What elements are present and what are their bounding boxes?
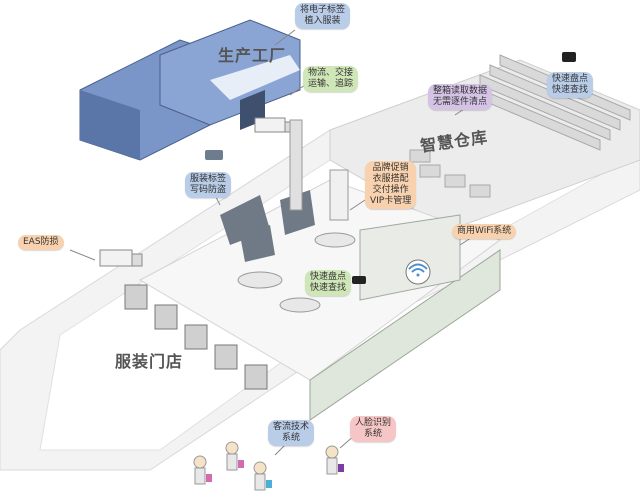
shopper	[193, 455, 212, 485]
kiosk	[329, 169, 349, 221]
factory-buildings	[79, 19, 301, 161]
callout-warehouse-read: 整箱读取数据 无需逐件清点	[428, 84, 493, 110]
callout-eas: EAS防损	[18, 235, 64, 250]
callout-face: 人脸识别 系统	[350, 416, 397, 442]
callout-wifi: 商用WiFi系统	[452, 224, 517, 239]
callout-promo: 品牌促销 衣服搭配 交付操作 VIP卡管理	[365, 161, 417, 209]
truck-left	[99, 249, 143, 267]
callout-logistics: 物流、交接 运输、追踪	[303, 66, 359, 92]
handheld-scanner-icon-store	[352, 276, 366, 284]
clothing-racks	[220, 190, 315, 262]
gate-pillar	[289, 119, 303, 211]
handheld-scanner-icon	[562, 52, 576, 62]
tag-writer-icon	[205, 150, 223, 160]
callout-traffic: 客流技术 系统	[268, 420, 315, 446]
wifi-icon	[405, 259, 431, 285]
shopper	[253, 461, 272, 491]
shopper	[225, 441, 244, 471]
store-label: 服装门店	[115, 352, 184, 371]
eas-gates	[124, 284, 268, 390]
callout-quick-check-top: 快速盘点 快速查找	[547, 72, 594, 98]
truck-top	[254, 117, 296, 133]
shopper	[325, 445, 344, 475]
display-tables	[237, 232, 356, 313]
store-shelves	[309, 214, 501, 421]
callout-quick-check-mid: 快速盘点 快速查找	[305, 270, 352, 296]
callout-rfid-tag: 将电子标签 植入服装	[295, 3, 351, 29]
factory-label: 生产工厂	[218, 46, 287, 65]
shoppers	[193, 441, 344, 491]
callout-tag-write: 服装标签 写码防盗	[185, 172, 232, 198]
